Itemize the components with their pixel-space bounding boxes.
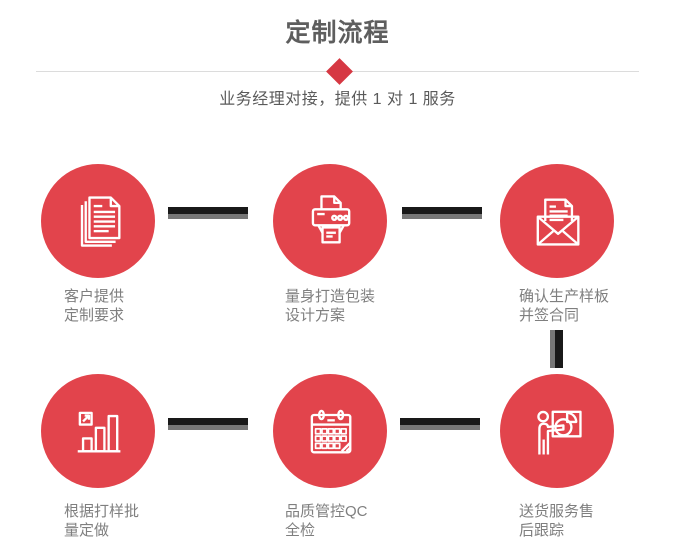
step-label-3-line1: 确认生产样板 bbox=[519, 288, 610, 305]
connector-step2-step3 bbox=[402, 207, 482, 219]
connector-gray-bar bbox=[168, 425, 248, 430]
step-label-6-line1: 送货服务售 bbox=[519, 503, 595, 520]
connector-gray-bar bbox=[400, 425, 480, 430]
step-label-4-line2: 量定做 bbox=[64, 522, 110, 539]
step-label-1-line1: 客户提供 bbox=[64, 288, 125, 305]
step-label-2-line1: 量身打造包装 bbox=[285, 288, 376, 305]
step-label-6-line2: 后跟踪 bbox=[519, 522, 565, 539]
printer-icon bbox=[311, 195, 351, 244]
step-circle-6 bbox=[500, 374, 614, 488]
connector-step4-step5 bbox=[168, 418, 248, 430]
connector-step3-step6 bbox=[550, 330, 563, 368]
connector-dark-bar bbox=[555, 330, 563, 368]
step-circle-1 bbox=[41, 164, 155, 278]
step-label-5: 品质管控QC 全检 bbox=[285, 502, 368, 540]
step-label-5-line1: 品质管控QC bbox=[285, 503, 368, 520]
presentation-icon bbox=[537, 410, 582, 455]
step-label-1-line2: 定制要求 bbox=[64, 307, 125, 324]
documents-icon bbox=[80, 196, 121, 247]
page-subtitle: 业务经理对接，提供 1 对 1 服务 bbox=[219, 91, 456, 108]
connector-gray-bar bbox=[168, 214, 248, 219]
step-circle-5 bbox=[273, 374, 387, 488]
calendar-icon bbox=[310, 409, 352, 454]
step-label-5-line2: 全检 bbox=[285, 522, 316, 539]
step-label-4-line1: 根据打样批 bbox=[64, 503, 140, 520]
step-label-1: 客户提供 定制要求 bbox=[64, 287, 124, 325]
step-circle-2 bbox=[273, 164, 387, 278]
step-label-4: 根据打样批 量定做 bbox=[64, 502, 139, 540]
connector-dark-bar bbox=[168, 207, 248, 214]
step-label-6: 送货服务售 后跟踪 bbox=[519, 502, 594, 540]
step-label-2: 量身打造包装 设计方案 bbox=[285, 287, 375, 325]
page-title: 定制流程 bbox=[285, 19, 390, 47]
connector-dark-bar bbox=[168, 418, 248, 425]
connector-gray-bar bbox=[550, 330, 555, 368]
diamond-icon bbox=[326, 58, 353, 85]
step-label-3: 确认生产样板 并签合同 bbox=[519, 287, 609, 325]
connector-step1-step2 bbox=[168, 207, 248, 219]
connector-dark-bar bbox=[402, 207, 482, 214]
step-label-2-line2: 设计方案 bbox=[285, 307, 346, 324]
envelope-icon bbox=[536, 198, 580, 246]
step-circle-3 bbox=[500, 164, 614, 278]
bar-chart-icon bbox=[77, 411, 121, 453]
connector-gray-bar bbox=[402, 214, 482, 219]
step-circle-4 bbox=[41, 374, 155, 488]
connector-dark-bar bbox=[400, 418, 480, 425]
connector-step5-step6 bbox=[400, 418, 480, 430]
step-label-3-line2: 并签合同 bbox=[519, 307, 580, 324]
